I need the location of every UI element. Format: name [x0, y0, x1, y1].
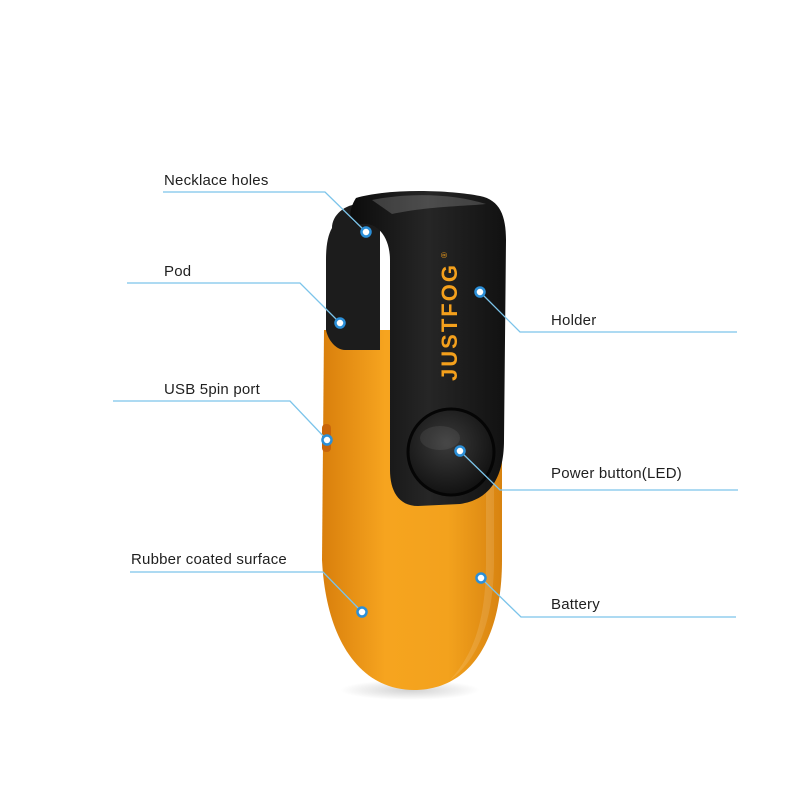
leader-rubber-surface: [130, 571, 363, 613]
device-shadow: [340, 680, 480, 700]
brand-logo: JUSTFOG ®: [437, 252, 462, 381]
leader-pod: [127, 282, 341, 324]
pod-cap: [326, 204, 380, 350]
label-power-button: Power button(LED): [551, 465, 682, 482]
label-rubber-surface: Rubber coated surface: [131, 551, 287, 568]
marker-battery: [475, 572, 487, 584]
marker-dots: [321, 226, 487, 618]
label-necklace-holes: Necklace holes: [164, 172, 269, 189]
marker-necklace-holes: [360, 226, 372, 238]
leader-lines: [113, 191, 738, 618]
leader-holder: [479, 291, 737, 333]
label-battery: Battery: [551, 596, 600, 613]
power-button: [406, 407, 496, 497]
button-gloss: [420, 426, 460, 450]
registered-mark: ®: [440, 252, 449, 258]
marker-power-button: [454, 445, 466, 457]
leader-power-button: [459, 450, 738, 491]
label-pod: Pod: [164, 263, 192, 280]
leader-usb-port: [113, 400, 328, 441]
marker-usb-port: [321, 434, 333, 446]
label-usb-port: USB 5pin port: [164, 381, 260, 398]
holder-highlight: [372, 195, 486, 214]
leader-necklace-holes: [163, 191, 367, 233]
leader-battery: [480, 577, 736, 618]
marker-pod: [334, 317, 346, 329]
marker-rubber-surface: [356, 606, 368, 618]
brand-logo-text: JUSTFOG: [437, 263, 462, 381]
label-holder: Holder: [551, 312, 597, 329]
marker-holder: [474, 286, 486, 298]
